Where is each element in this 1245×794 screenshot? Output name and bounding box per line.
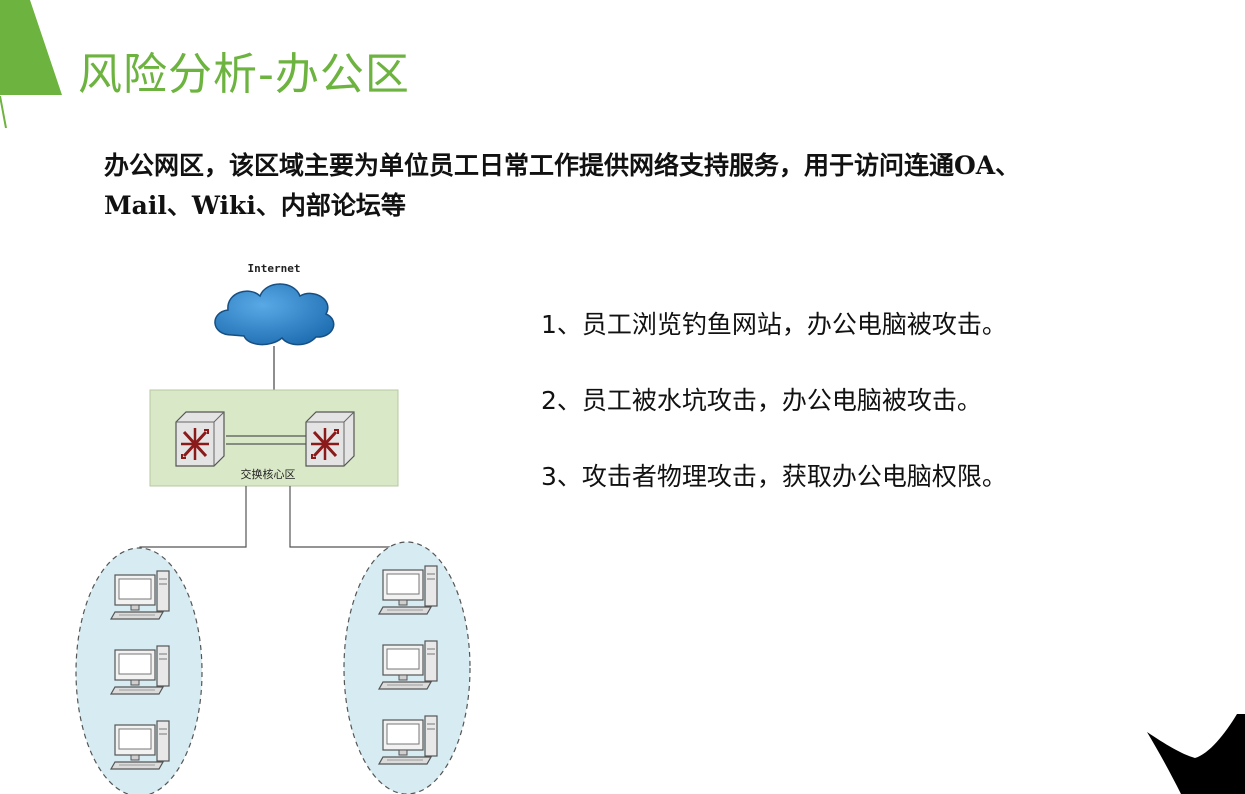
corner-accent-shape <box>0 0 62 129</box>
intro-paragraph: 办公网区，该区域主要为单位员工日常工作提供网络支持服务，用于访问连通OA、 Ma… <box>104 146 1234 226</box>
risk-item-2: 2、员工被水坑攻击，办公电脑被攻击。 <box>541 386 982 415</box>
intro-line-2: Mail、Wiki、内部论坛等 <box>104 191 406 220</box>
page-title: 风险分析-办公区 <box>78 49 410 100</box>
office-pc-icon <box>110 645 170 695</box>
downlink-right <box>289 486 407 550</box>
intro-line-1: 办公网区，该区域主要为单位员工日常工作提供网络支持服务，用于访问连通OA、 <box>104 151 1021 180</box>
internet-label: Internet <box>248 262 301 275</box>
corner-decoration-shape <box>1147 714 1245 794</box>
office-pc-icon <box>378 715 438 765</box>
black-wedge <box>1147 714 1245 794</box>
risk-list: 1、员工浏览钓鱼网站，办公电脑被攻击。 2、员工被水坑攻击，办公电脑被攻击。 3… <box>541 305 1007 533</box>
office-pc-icon <box>378 565 438 615</box>
office-pc-icon <box>110 720 170 770</box>
core-switch-right-icon <box>304 410 356 468</box>
internet-cloud-icon <box>214 283 335 346</box>
downlink-left <box>139 486 247 560</box>
office-pc-icon <box>110 570 170 620</box>
network-diagram: Internet 交换核心区 <box>75 262 471 794</box>
office-pc-icon <box>378 640 438 690</box>
green-accent-block <box>0 0 62 95</box>
risk-item-1: 1、员工浏览钓鱼网站，办公电脑被攻击。 <box>541 310 1007 339</box>
core-switch-left-icon <box>174 410 226 468</box>
core-zone-label: 交换核心区 <box>241 467 296 481</box>
accent-line <box>0 95 7 129</box>
risk-item-3: 3、攻击者物理攻击，获取办公电脑权限。 <box>541 462 1007 491</box>
